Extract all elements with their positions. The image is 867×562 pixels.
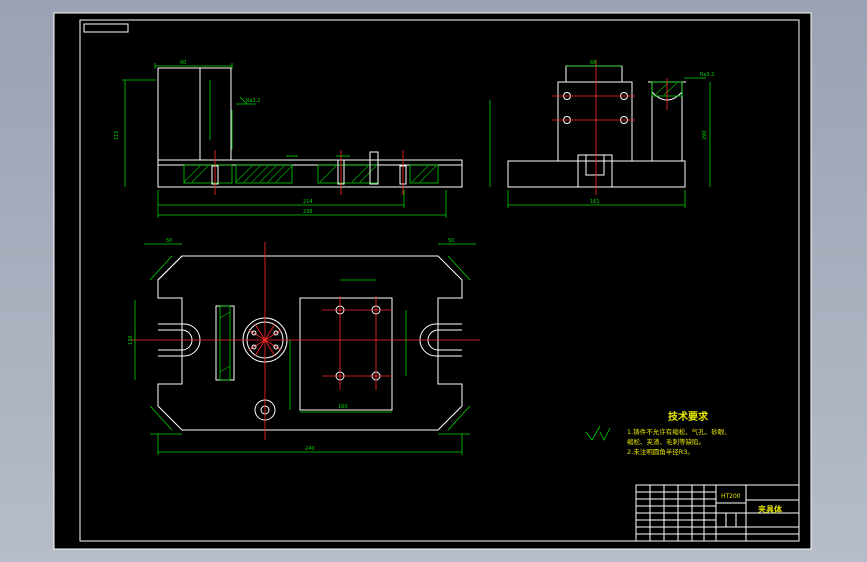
dim-top-overall: 238 [303, 209, 313, 215]
sheet-outer-border [53, 12, 812, 550]
dim-top-inner: 214 [303, 199, 313, 205]
dim-top-height: 115 [114, 130, 120, 140]
dim-plan-corner-right: 50 [448, 238, 454, 244]
dim-plan-inner: 160 [338, 404, 348, 410]
tech-req-line3: 2.未注明圆角半径R3。 [627, 447, 694, 456]
dim-side-top: 68 [590, 60, 596, 66]
side-view: 161 290 68 Ra3.2 [489, 60, 714, 208]
tech-req-line1: 1.铸件不允许有缩松、气孔、砂眼、 [627, 427, 731, 436]
roughness-symbol [585, 425, 601, 441]
roughness-mark-front: Ra3.2 [246, 98, 260, 104]
dim-plan-height: 136 [128, 335, 134, 345]
dim-top-left-width: 60 [180, 60, 186, 66]
tech-req-title: 技术要求 [668, 410, 709, 423]
dim-side-height: 290 [702, 130, 708, 140]
title-block-part-name: 夹具体 [758, 504, 783, 514]
dim-plan-overall: 240 [305, 446, 315, 452]
dim-side-base: 161 [590, 199, 600, 205]
title-block: HT200 夹具体 [635, 484, 800, 542]
sheet-inner-border [79, 19, 800, 542]
dim-plan-corner-left: 50 [166, 238, 172, 244]
title-block-material: HT200 [721, 493, 741, 500]
roughness-mark-side: Ra3.2 [700, 72, 714, 78]
tech-req-line2: 缩松、夹渣、毛刺等缺陷。 [627, 437, 705, 446]
drawing-number-box [83, 23, 129, 33]
plan-view: 240 160 50 50 136 [128, 238, 480, 455]
front-view: 60 115 214 238 Ra3.2 [114, 60, 463, 218]
technical-requirements: 技术要求 1.铸件不允许有缩松、气孔、砂眼、 缩松、夹渣、毛刺等缺陷。 2.未注… [585, 410, 731, 456]
